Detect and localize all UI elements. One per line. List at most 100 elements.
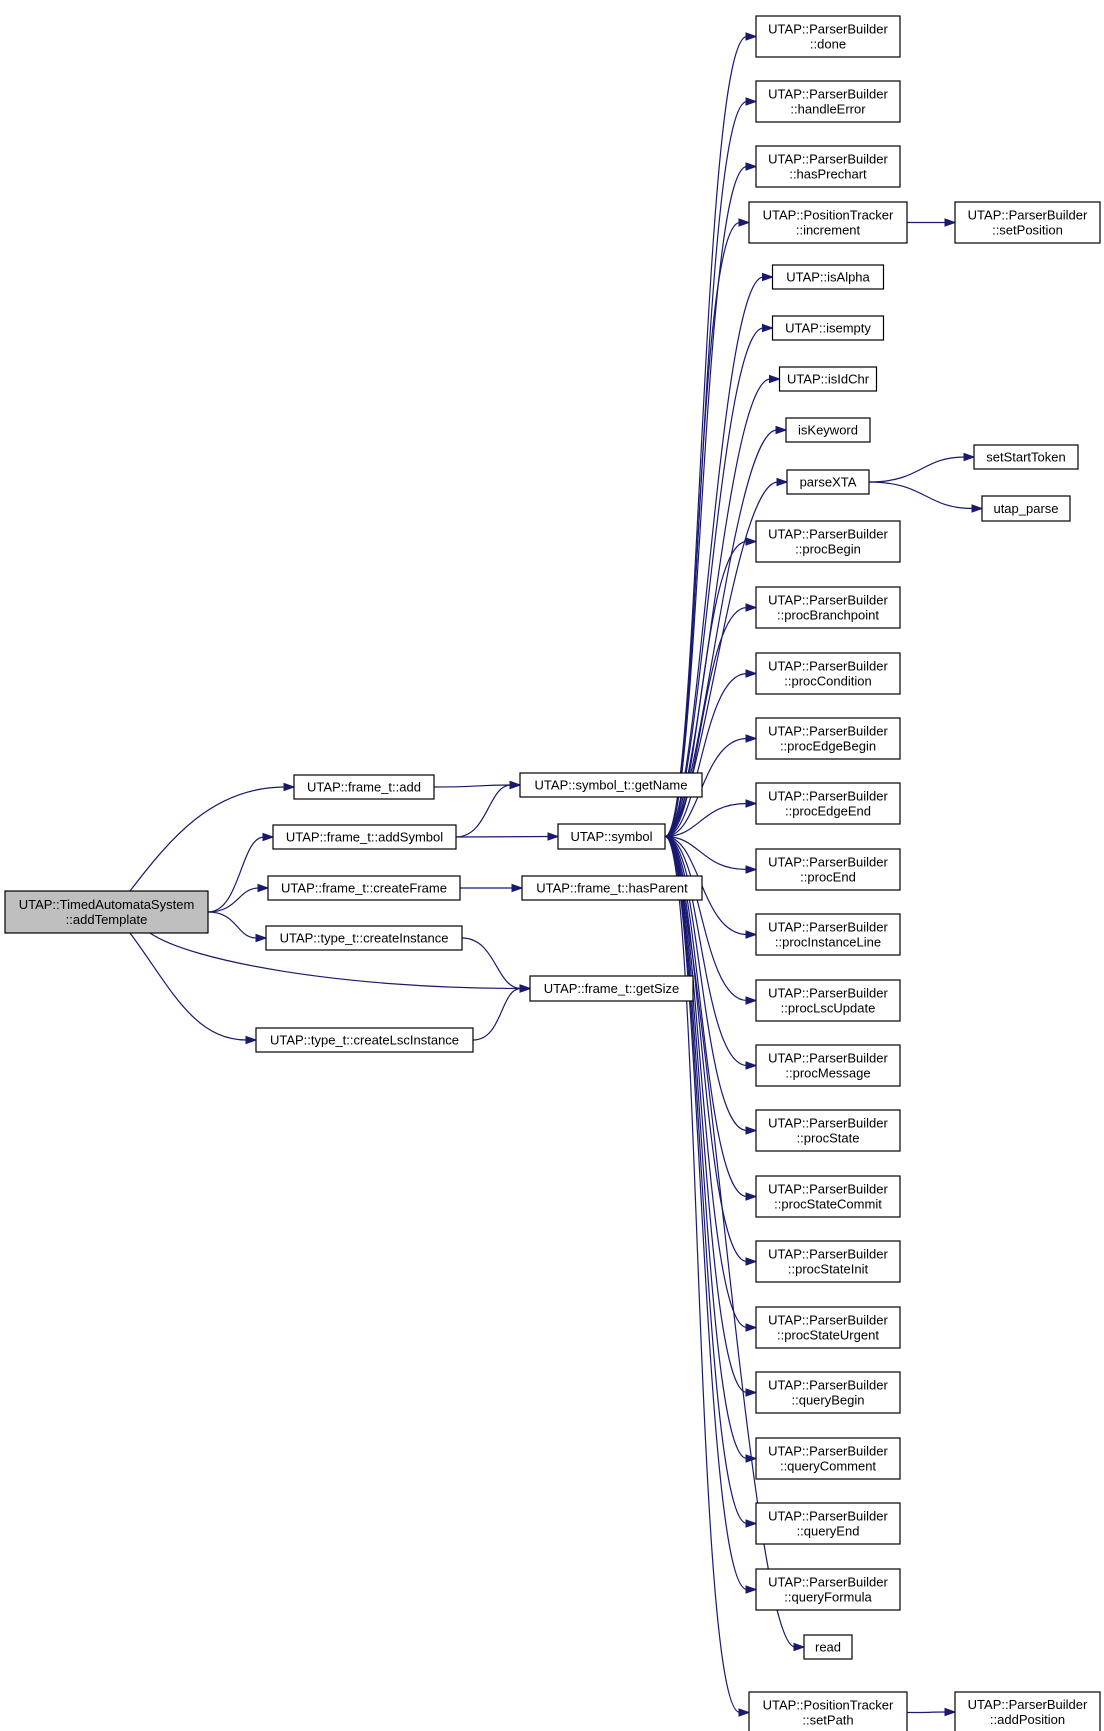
node-query-formula[interactable]: UTAP::ParserBuilder::queryFormula (755, 1568, 901, 1611)
node-proc-state-commit[interactable]: UTAP::ParserBuilder::procStateCommit (755, 1175, 901, 1218)
arrow-head (769, 374, 782, 384)
node-proc-instance-line[interactable]: UTAP::ParserBuilder::procInstanceLine (755, 913, 901, 956)
node-label: ::procState (797, 1131, 860, 1146)
node-proc-branchpoint[interactable]: UTAP::ParserBuilder::procBranchpoint (755, 586, 901, 629)
node-proc-edge-end[interactable]: UTAP::ParserBuilder::procEdgeEnd (755, 782, 901, 825)
node-label: ::handleError (790, 102, 866, 117)
node-add-symbol[interactable]: UTAP::frame_t::addSymbol (272, 824, 457, 850)
node-box (755, 1502, 901, 1545)
node-parse-xta[interactable]: parseXTA (786, 469, 870, 495)
arrow-head (262, 832, 275, 842)
node-proc-state-init[interactable]: UTAP::ParserBuilder::procStateInit (755, 1240, 901, 1283)
node-label: UTAP::PositionTracker (763, 208, 894, 223)
node-label: ::procEdgeBegin (780, 739, 876, 754)
node-create-lsc[interactable]: UTAP::type_t::createLscInstance (255, 1027, 474, 1053)
node-proc-lsc-update[interactable]: UTAP::ParserBuilder::procLscUpdate (755, 979, 901, 1022)
node-box (755, 1306, 901, 1349)
node-root[interactable]: UTAP::TimedAutomataSystem::addTemplate (4, 890, 209, 934)
node-label: ::procInstanceLine (775, 935, 881, 950)
node-proc-state-urgent[interactable]: UTAP::ParserBuilder::procStateUrgent (755, 1306, 901, 1349)
arrow-head (745, 1323, 758, 1332)
edge-symbol-to-has-prechart (664, 165, 748, 838)
node-label: UTAP::ParserBuilder (768, 152, 888, 167)
node-label: ::procStateUrgent (777, 1328, 879, 1343)
edge-symbol-to-proc-state (664, 835, 748, 1132)
node-proc-end[interactable]: UTAP::ParserBuilder::procEnd (755, 848, 901, 891)
node-box (771, 315, 885, 341)
edge-symbol-to-proc-edge-end (664, 802, 748, 838)
edge-add-symbol-to-symbol (455, 835, 550, 838)
node-box (755, 913, 901, 956)
node-label: UTAP::isAlpha (786, 270, 870, 285)
edge-symbol-to-proc-begin (664, 540, 748, 838)
node-add-position[interactable]: UTAP::ParserBuilder::addPosition (954, 1691, 1101, 1731)
edge-set-path-to-add-position (906, 1711, 947, 1714)
node-label: ::queryFormula (784, 1590, 872, 1605)
edge-symbol-to-is-alpha (664, 276, 764, 838)
node-query-begin[interactable]: UTAP::ParserBuilder::queryBegin (755, 1371, 901, 1414)
node-label: UTAP::ParserBuilder (768, 1444, 888, 1459)
node-get-size[interactable]: UTAP::frame_t::getSize (529, 975, 694, 1002)
arrow-head (511, 883, 524, 893)
node-label: UTAP::ParserBuilder (768, 659, 888, 674)
node-symbol[interactable]: UTAP::symbol (557, 823, 666, 850)
node-is-id-chr[interactable]: UTAP::isIdChr (778, 366, 878, 392)
node-proc-condition[interactable]: UTAP::ParserBuilder::procCondition (755, 652, 901, 695)
node-label: ::queryComment (780, 1459, 876, 1474)
node-utap-parse[interactable]: utap_parse (981, 495, 1071, 522)
arrow-head (745, 97, 758, 106)
node-label: UTAP::isempty (785, 321, 871, 336)
node-create-instance[interactable]: UTAP::type_t::createInstance (265, 925, 463, 951)
node-label: UTAP::ParserBuilder (768, 1575, 888, 1590)
node-isempty[interactable]: UTAP::isempty (771, 315, 885, 341)
node-box (755, 1044, 901, 1087)
node-increment[interactable]: UTAP::PositionTracker::increment (748, 201, 908, 244)
node-box (755, 652, 901, 695)
edge-symbol-to-query-comment (664, 835, 748, 1460)
node-label: UTAP::PositionTracker (763, 1698, 894, 1713)
node-has-parent[interactable]: UTAP::frame_t::hasParent (521, 875, 703, 901)
node-box (778, 366, 878, 392)
node-get-name[interactable]: UTAP::symbol_t::getName (519, 772, 703, 798)
edge-symbol-to-query-begin (664, 835, 748, 1394)
node-box (267, 875, 461, 901)
edge-symbol-to-isempty (664, 327, 764, 838)
edge-root-to-create-instance (207, 911, 258, 939)
node-done[interactable]: UTAP::ParserBuilder::done (755, 15, 901, 58)
node-set-position[interactable]: UTAP::ParserBuilder::setPosition (954, 201, 1101, 244)
node-query-end[interactable]: UTAP::ParserBuilder::queryEnd (755, 1502, 901, 1545)
node-set-path[interactable]: UTAP::PositionTracker::setPath (748, 1691, 908, 1731)
node-label: ::procMessage (785, 1066, 870, 1081)
node-proc-edge-begin[interactable]: UTAP::ParserBuilder::procEdgeBegin (755, 717, 901, 760)
arrow-head (245, 1035, 258, 1045)
arrow-head (762, 272, 775, 282)
node-add[interactable]: UTAP::frame_t::add (293, 774, 435, 800)
node-create-frame[interactable]: UTAP::frame_t::createFrame (267, 875, 461, 901)
node-proc-message[interactable]: UTAP::ParserBuilder::procMessage (755, 1044, 901, 1087)
node-box (973, 444, 1079, 470)
node-label: UTAP::ParserBuilder (968, 208, 1088, 223)
node-proc-begin[interactable]: UTAP::ParserBuilder::procBegin (755, 520, 901, 563)
node-label: ::setPosition (992, 223, 1063, 238)
node-label: UTAP::ParserBuilder (768, 1182, 888, 1197)
node-query-comment[interactable]: UTAP::ParserBuilder::queryComment (755, 1437, 901, 1480)
node-set-start-token[interactable]: setStartToken (973, 444, 1079, 470)
node-label: UTAP::ParserBuilder (768, 527, 888, 542)
node-label: utap_parse (993, 501, 1058, 516)
edge-add-symbol-to-get-name (455, 784, 512, 838)
node-box (755, 717, 901, 760)
node-read[interactable]: read (803, 1634, 853, 1660)
node-box (755, 145, 901, 188)
node-label: UTAP::ParserBuilder (768, 22, 888, 37)
node-handle-error[interactable]: UTAP::ParserBuilder::handleError (755, 80, 901, 123)
node-box (755, 1175, 901, 1218)
node-has-prechart[interactable]: UTAP::ParserBuilder::hasPrechart (755, 145, 901, 188)
node-proc-state[interactable]: UTAP::ParserBuilder::procState (755, 1109, 901, 1152)
node-label: parseXTA (800, 475, 857, 490)
arrow-head (745, 996, 758, 1005)
node-is-alpha[interactable]: UTAP::isAlpha (771, 264, 885, 290)
node-label: UTAP::symbol_t::getName (535, 778, 688, 793)
node-box (755, 15, 901, 58)
edge-symbol-to-proc-condition (664, 672, 748, 838)
node-is-keyword[interactable]: isKeyword (785, 417, 871, 443)
